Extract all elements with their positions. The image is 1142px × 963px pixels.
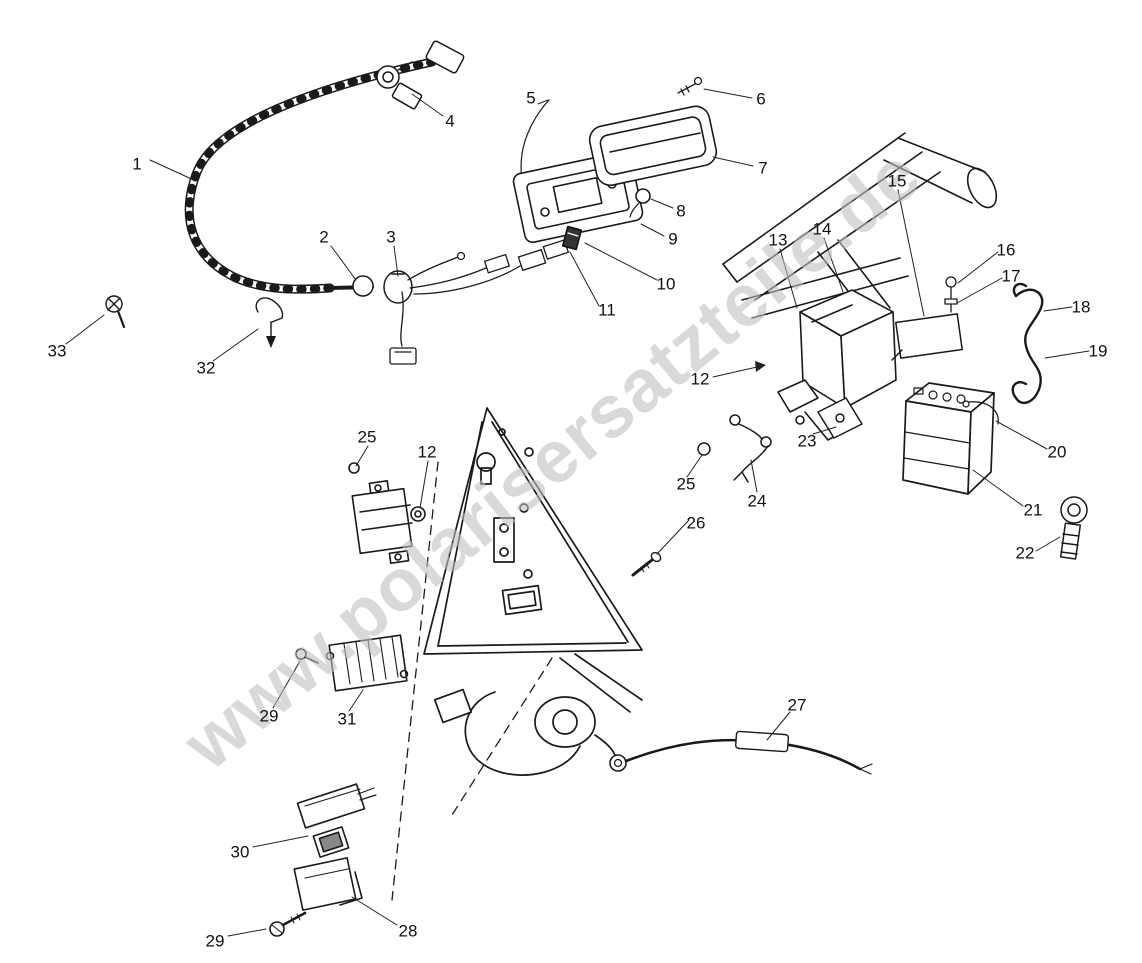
terminal-bolt [1059, 496, 1088, 560]
voltage-regulator [295, 634, 409, 692]
screw-26 [631, 551, 662, 577]
ground-cable [609, 730, 873, 775]
mount-bolt [944, 276, 958, 313]
ground-wire-cluster [697, 397, 863, 483]
frame-arm [433, 653, 643, 776]
taillight-assembly [512, 76, 718, 251]
frame-plate [423, 407, 643, 655]
hold-down-strap [1011, 282, 1044, 405]
ignition-coil [348, 462, 426, 565]
battery-box [777, 289, 897, 441]
wiring-harness [184, 40, 569, 365]
bottom-parts [269, 783, 377, 937]
left-fasteners [105, 295, 284, 348]
battery [902, 382, 999, 495]
relay-box [891, 313, 963, 361]
dashed-lines [391, 461, 553, 901]
leader-lines [65, 88, 1090, 937]
